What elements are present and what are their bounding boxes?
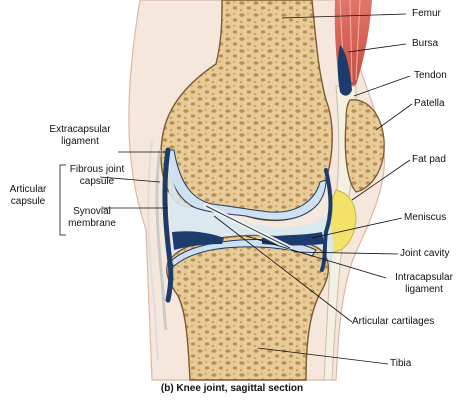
label-fat-pad: Fat pad <box>412 154 446 165</box>
bursa <box>337 45 352 96</box>
label-bursa: Bursa <box>412 38 439 49</box>
figure-caption: (b) Knee joint, sagittal section <box>160 383 304 394</box>
meniscus-posterior <box>172 231 224 250</box>
leader-lines <box>59 13 413 365</box>
extracapsular-ligament <box>147 139 159 361</box>
synovial-membrane <box>162 147 174 303</box>
label-patella: Patella <box>414 98 445 109</box>
patella <box>344 99 385 193</box>
label-fibrous-joint-capsule: Fibrous joint capsule <box>69 164 125 187</box>
tibia <box>166 234 329 381</box>
label-meniscus: Meniscus <box>404 212 447 223</box>
label-joint-cavity: Joint cavity <box>400 248 450 259</box>
femur-cartilage <box>165 149 327 221</box>
label-articular-cartilages: Articular cartilages <box>352 316 435 327</box>
label-femur: Femur <box>412 8 441 19</box>
label-tendon: Tendon <box>414 70 447 81</box>
label-intracapsular-ligament: Intracapsular ligament <box>395 272 453 295</box>
label-extracapsular-ligament: Extracapsular ligament <box>49 124 111 147</box>
label-articular-capsule: Articular capsule <box>9 184 47 207</box>
label-synovial-membrane: Synovial membrane <box>68 206 116 229</box>
label-tibia: Tibia <box>390 358 412 369</box>
